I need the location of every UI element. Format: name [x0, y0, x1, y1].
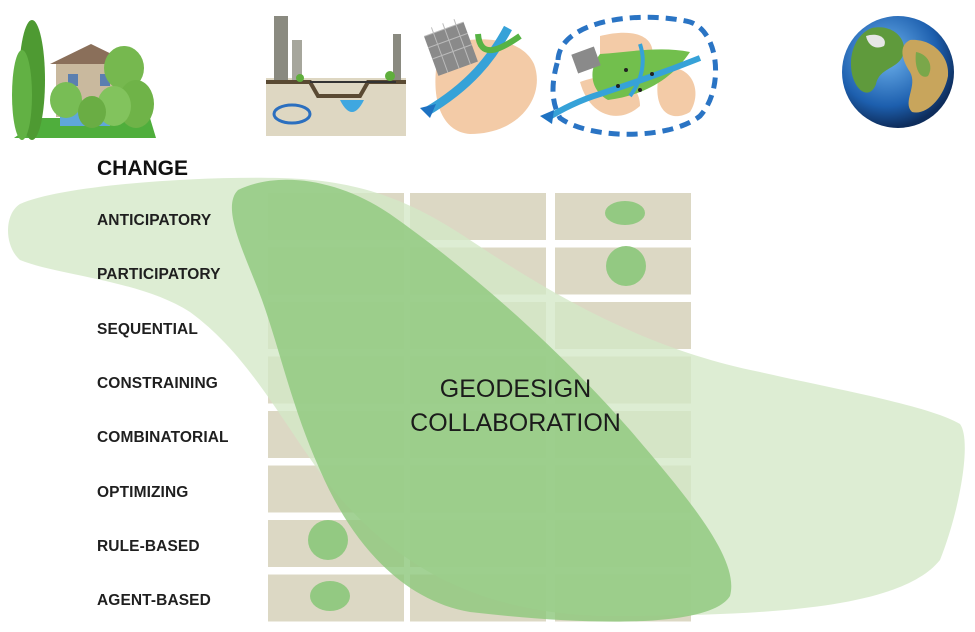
row-label: CONSTRAINING [97, 374, 218, 392]
spot-anticipatory [605, 201, 645, 225]
collaboration-band [231, 179, 732, 622]
spot-agent-based [310, 581, 350, 611]
center-title-line-1: GEODESIGN [439, 375, 592, 403]
globe-icon [842, 16, 954, 128]
row-label: COMBINATORIAL [97, 429, 229, 447]
region-scale-icon [540, 14, 719, 137]
spot-participatory [606, 246, 646, 286]
system-scale-icon [420, 19, 537, 135]
change-heading: CHANGE [97, 157, 189, 180]
center-title-line-2: COLLABORATION [410, 409, 621, 437]
row-label: AGENT-BASED [97, 592, 211, 610]
building-scale-icon [12, 20, 156, 140]
scale-icons-row [12, 14, 954, 140]
row-label: RULE-BASED [97, 537, 200, 555]
spot-rule-based [308, 520, 348, 560]
project-scale-icon [266, 16, 406, 136]
row-label: SEQUENTIAL [97, 320, 198, 338]
row-label: OPTIMIZING [97, 483, 189, 501]
row-label: PARTICIPATORY [97, 266, 221, 284]
center-title: GEODESIGN COLLABORATION [393, 372, 638, 440]
row-label: ANTICIPATORY [97, 212, 212, 229]
